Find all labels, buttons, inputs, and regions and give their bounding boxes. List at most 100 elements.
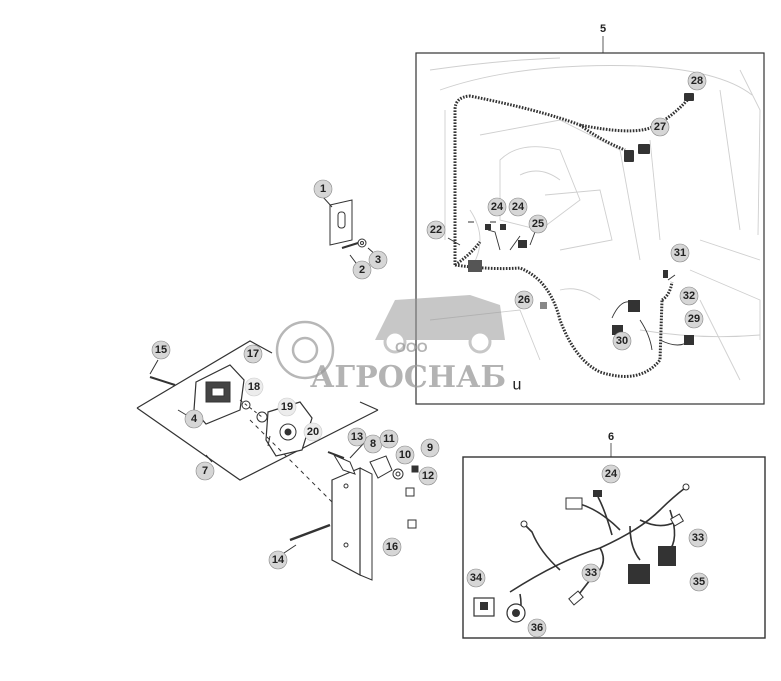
mounting-plate-assembly — [322, 196, 377, 264]
callout-number: 26 — [518, 294, 530, 306]
callout-13: 13 — [347, 427, 367, 447]
callout-27: 27 — [650, 117, 670, 137]
callout-bubble — [684, 309, 704, 329]
callout-number: 10 — [399, 449, 411, 461]
callout-29: 29 — [684, 309, 704, 329]
callout-number: 34 — [470, 572, 483, 584]
callout-bubble — [581, 563, 601, 583]
module-assembly — [136, 340, 379, 511]
harvester-logo-icon — [375, 295, 505, 354]
cab-frame: 5 — [415, 23, 765, 405]
callout-number: 20 — [307, 426, 319, 438]
callout-24: 24 — [508, 197, 528, 217]
callout-17: 17 — [243, 344, 263, 364]
callout-bubble — [313, 179, 333, 199]
watermark-suffix: u — [513, 377, 522, 394]
callout-bubble — [508, 197, 528, 217]
callout-7: 7 — [195, 461, 215, 481]
callout-number: 17 — [247, 348, 259, 360]
callout-number: 27 — [654, 121, 666, 133]
callout-11: 11 — [379, 429, 399, 449]
callout-9: 9 — [420, 438, 440, 458]
callout-number: 9 — [427, 442, 433, 454]
callout-10: 10 — [395, 445, 415, 465]
callout-number: 24 — [605, 468, 618, 480]
callout-number: 31 — [674, 247, 686, 259]
callout-bubble — [268, 550, 288, 570]
callout-14: 14 — [268, 550, 288, 570]
callout-number: 16 — [386, 541, 398, 553]
callout-bubble — [277, 397, 297, 417]
callout-number: 12 — [422, 470, 434, 482]
callout-bubble — [687, 71, 707, 91]
callout-bubble — [352, 260, 372, 280]
callout-number: 29 — [688, 313, 700, 325]
callout-30: 30 — [612, 331, 632, 351]
callout-35: 35 — [689, 572, 709, 592]
callout-number: 32 — [683, 290, 695, 302]
callout-number: 33 — [692, 532, 704, 544]
callout-bubble — [688, 528, 708, 548]
callout-number: 8 — [370, 438, 376, 450]
callout-20: 20 — [303, 422, 323, 442]
callout-number: 36 — [531, 622, 543, 634]
cab-wiring-harness — [453, 94, 692, 378]
cab-interior-sketch — [429, 57, 761, 381]
callout-bubble — [514, 290, 534, 310]
callout-36: 36 — [527, 618, 547, 638]
callout-26: 26 — [514, 290, 534, 310]
callout-bubble — [689, 572, 709, 592]
callout-number: 24 — [512, 201, 525, 213]
callout-number: 14 — [272, 554, 285, 566]
callout-1: 1 — [313, 179, 333, 199]
callout-bubble — [379, 429, 399, 449]
callout-34: 34 — [466, 568, 486, 588]
callout-bubble — [347, 427, 367, 447]
callout-number: 33 — [585, 567, 597, 579]
callout-24: 24 — [601, 464, 621, 484]
callout-33: 33 — [688, 528, 708, 548]
callout-33: 33 — [581, 563, 601, 583]
callout-12: 12 — [418, 466, 438, 486]
callout-number: 28 — [691, 75, 703, 87]
callout-number: 35 — [693, 576, 705, 588]
callout-25: 25 — [528, 214, 548, 234]
callout-28: 28 — [687, 71, 707, 91]
callout-bubble — [420, 438, 440, 458]
callout-bubble — [679, 286, 699, 306]
callout-number: 15 — [155, 344, 167, 356]
callout-bubble — [487, 197, 507, 217]
harness-frame: 6 — [462, 431, 766, 639]
callout-bubble — [527, 618, 547, 638]
callout-19: 19 — [277, 397, 297, 417]
harness-connectors — [473, 483, 690, 623]
callout-bubble — [151, 340, 171, 360]
callout-16: 16 — [382, 537, 402, 557]
callout-number: 3 — [375, 254, 381, 266]
callout-number: 2 — [359, 264, 365, 276]
callout-bubble — [612, 331, 632, 351]
callout-number: 18 — [248, 381, 260, 393]
company-watermark: ООО АГРОСНАБ u — [275, 295, 522, 395]
callout-bubble — [418, 466, 438, 486]
callout-bubble — [368, 250, 388, 270]
callout-bubble — [395, 445, 415, 465]
frame-label-6: 6 — [608, 431, 614, 443]
callout-2: 2 — [352, 260, 372, 280]
callout-bubble — [426, 220, 446, 240]
callout-number: 11 — [383, 433, 395, 445]
callout-bubble — [243, 344, 263, 364]
callout-8: 8 — [363, 434, 383, 454]
callout-number: 30 — [616, 335, 628, 347]
callout-number: 25 — [532, 218, 544, 230]
watermark-brand: АГРОСНАБ — [310, 360, 506, 395]
cab-connectors — [468, 93, 694, 345]
callout-15: 15 — [151, 340, 171, 360]
callout-number: 1 — [320, 183, 326, 195]
callout-22: 22 — [426, 220, 446, 240]
callout-bubble — [650, 117, 670, 137]
callout-number: 7 — [202, 465, 208, 477]
callout-3: 3 — [368, 250, 388, 270]
